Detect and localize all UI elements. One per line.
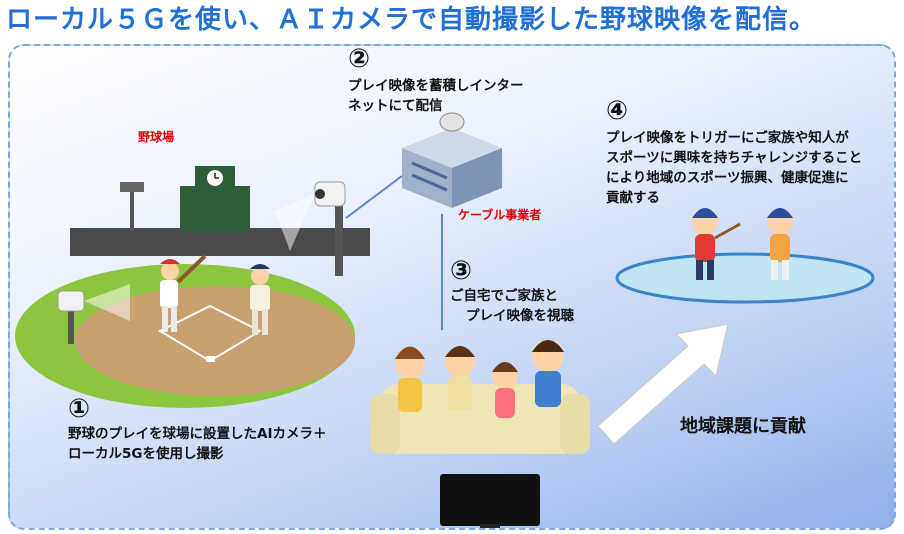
step-1-text-line-2: ローカル5Gを使用し撮影 [68,446,224,462]
satellite-dish-icon [439,112,465,132]
step-4-text-line-2: スポーツに興味を持ちチャレンジすること [606,150,863,166]
tv-icon [440,474,540,526]
step-2-number: ② [348,44,371,74]
step-3-text-line-1: ご自宅でご家族と [450,288,558,304]
step-1-text-line-1: 野球のプレイを球場に設置したAIカメラ＋ [68,426,327,442]
page-title: ローカル５Ｇを使い、ＡＩカメラで自動撮影した野球映像を配信。 [6,5,817,35]
step-2-text-line-1: プレイ映像を蓄積しインター [348,78,524,94]
ai-camera-right [275,181,346,276]
step-1-number: ① [68,394,91,424]
play-area [615,252,875,304]
step-4-text-line-4: 貢献する [606,190,660,206]
contribution-label: 地域課題に貢献 [680,416,806,437]
batter-figure [160,254,207,332]
fielder-figure [250,264,270,335]
cable-operator-label: ケーブル事業者 [458,208,542,222]
stadium-label: 野球場 [138,130,175,144]
outfield-wall [70,228,370,256]
baseball-field-illustration [15,166,370,408]
family-watching-illustration [370,340,590,528]
step-3-text-line-2: プレイ映像を視聴 [466,308,574,324]
cable-operator-building [402,112,502,208]
step-2-text-line-2: ネットにて配信 [348,98,443,114]
infield [75,286,355,396]
ai-camera-left [57,284,130,344]
connection-lines [345,175,443,330]
step-4-text-line-1: プレイ映像をトリガーにご家族や知人が [606,130,849,146]
step-4-text-line-3: により地域のスポーツ振興、健康促進に [606,170,849,186]
diagram-panel: 野球場 ケーブル事業者 ① 野球のプレイを球場に設置したAIカメラ＋ ローカル5… [8,44,896,530]
step-3-number: ③ [450,256,473,286]
step-4-number: ④ [606,96,629,126]
sofa [380,384,580,454]
contribution-arrow-icon [597,323,729,445]
scoreboard [180,186,250,231]
children-playing-illustration [615,208,875,304]
